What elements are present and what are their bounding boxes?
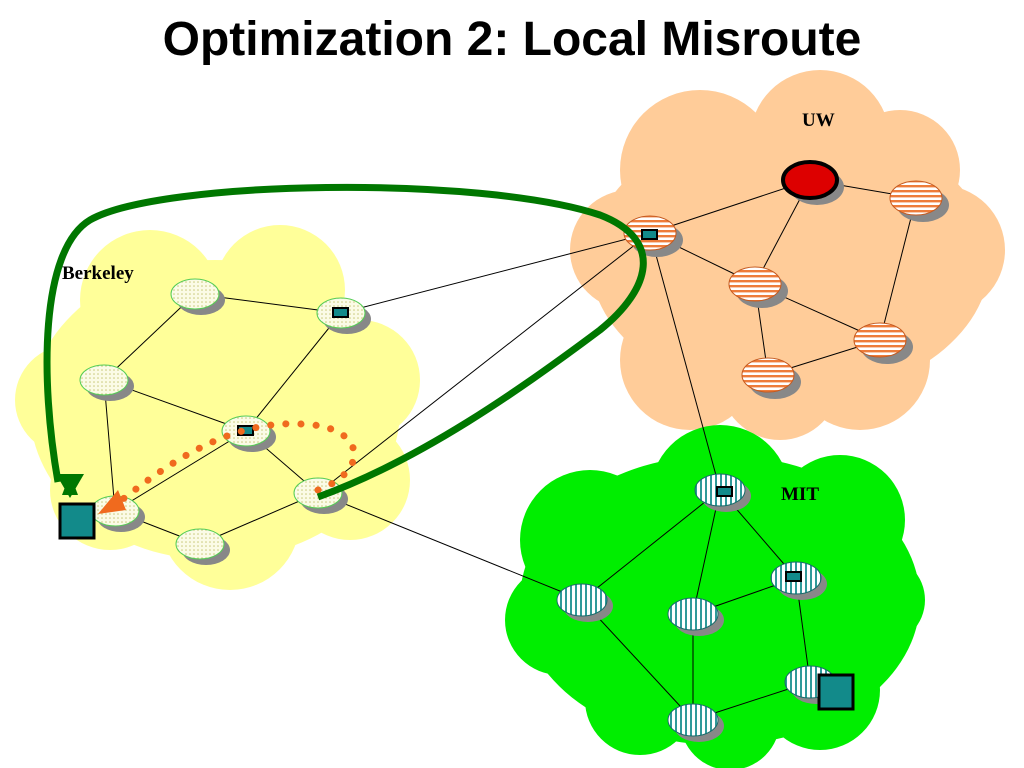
router-node — [667, 703, 724, 742]
route-arrowhead-tip — [56, 474, 84, 498]
router-node — [316, 297, 371, 334]
router-node — [694, 473, 751, 512]
router-node — [728, 266, 788, 308]
local-misroute-path — [114, 420, 358, 507]
uw-nodes — [623, 160, 949, 399]
router-node — [889, 180, 949, 222]
router-node — [175, 528, 230, 565]
router-node — [170, 278, 225, 315]
mit-label: MIT — [781, 484, 819, 505]
destination-host — [817, 673, 855, 711]
router-node — [770, 561, 827, 600]
router-node — [853, 322, 913, 364]
berkeley-label: Berkeley — [62, 263, 134, 284]
congested-router-node — [781, 160, 844, 205]
router-node — [556, 583, 613, 622]
uw-label: UW — [802, 110, 835, 131]
router-node — [79, 364, 134, 401]
green-route-path — [43, 183, 647, 501]
page-title: Optimization 2: Local Misroute — [162, 13, 862, 66]
berkeley-cloud — [15, 225, 420, 590]
router-node — [667, 597, 724, 636]
router-node — [741, 357, 801, 399]
misroute-arrowhead — [98, 490, 126, 514]
source-host — [58, 502, 96, 540]
